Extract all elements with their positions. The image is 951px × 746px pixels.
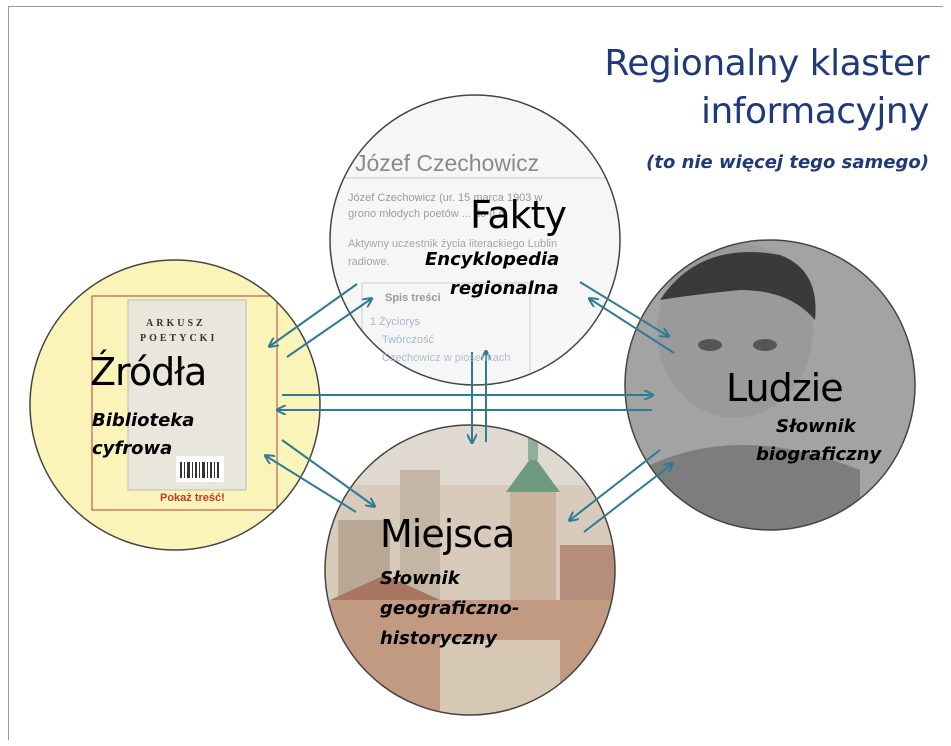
fakty-circle[interactable] (329, 94, 625, 393)
arrows (266, 281, 675, 533)
arrow-ludzie-to-miejsca (570, 449, 661, 520)
slide-subtitle: (to nie więcej tego samego) (646, 152, 929, 173)
wiki-toc-item-2: Twórczość (382, 334, 434, 346)
ludzie-circle[interactable] (624, 239, 916, 531)
zrodla-circle[interactable] (29, 259, 321, 551)
ludzie-title: Ludzie (726, 366, 844, 410)
wiki-line-4: radiowe. (348, 256, 390, 268)
wiki-toc-title: Spis treści (385, 292, 441, 304)
wiki-line-1: Józef Czechowicz (ur. 15 marca 1903 w (348, 192, 543, 204)
portrait-image (625, 240, 915, 530)
arrow-miejsca-to-zrodla (266, 456, 357, 513)
wiki-page-preview (330, 95, 620, 385)
ludzie-subtitle-1: Słownik (776, 416, 856, 437)
arrow-zrodla-to-miejsca (281, 439, 374, 506)
wiki-toc-item-3: Czechowicz w piosenkach (382, 352, 511, 364)
slide-frame (8, 6, 943, 740)
arrow-fakty-to-ludzie (579, 281, 668, 336)
arrow-miejsca-to-ludzie (583, 464, 672, 533)
barcode (180, 462, 219, 478)
miejsca-subtitle-1: Słownik (380, 568, 460, 589)
wiki-line-3: Aktywny uczestnik życia literackiego Lub… (348, 238, 558, 250)
slide-title: Regionalny klaster informacyjny (329, 40, 929, 136)
zrodla-title: Źródła (90, 350, 207, 394)
wiki-heading: Józef Czechowicz (355, 150, 540, 176)
miejsca-circle[interactable] (324, 424, 620, 716)
title-line-1: Regionalny klaster (604, 43, 929, 84)
city-image (325, 425, 615, 715)
miejsca-subtitle-2: geograficzno- (380, 598, 520, 619)
book-cover-image (91, 295, 278, 511)
wiki-line-2: grono młodych poetów ... do II A (348, 208, 506, 220)
book-cover-line-2: POETYCKI (140, 333, 218, 344)
title-line-2: informacyjny (700, 91, 930, 132)
zrodla-subtitle-2: cyfrowa (92, 438, 173, 459)
arrow-zrodla-to-fakty (286, 299, 371, 358)
zrodla-subtitle-1: Biblioteka (92, 410, 195, 431)
ludzie-subtitle-2: biograficzny (756, 444, 882, 465)
show-content-link[interactable]: Pokaż treść! (160, 492, 225, 504)
arrow-fakty-to-zrodla (270, 283, 358, 346)
arrow-ludzie-to-fakty (590, 299, 675, 354)
book-cover-line-1: ARKUSZ (146, 318, 206, 329)
miejsca-title: Miejsca (380, 512, 515, 556)
wiki-toc-item-1: 1 Życiorys (370, 316, 421, 328)
fakty-subtitle-2: regionalna (450, 278, 559, 299)
fakty-subtitle-1: Encyklopedia (425, 249, 560, 270)
fakty-title: Fakty (470, 193, 567, 237)
miejsca-subtitle-3: historyczny (380, 628, 497, 649)
